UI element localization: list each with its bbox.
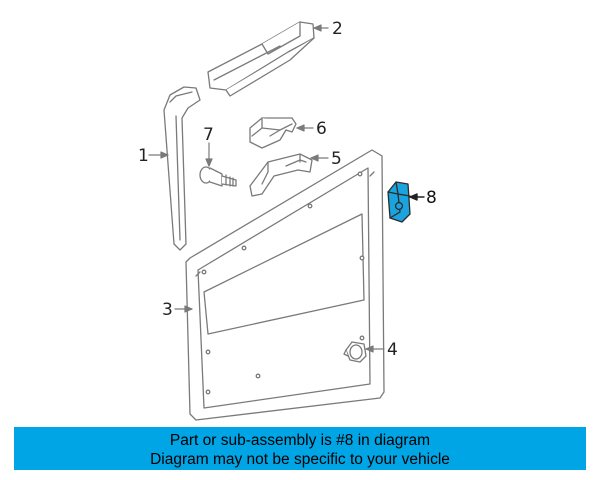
callout-5: 5 [331, 149, 342, 169]
callout-3: 3 [162, 300, 173, 320]
callout-1: 1 [138, 146, 149, 166]
callout-4: 4 [387, 340, 398, 360]
caption-bar: Part or sub-assembly is #8 in diagram Di… [14, 427, 586, 470]
callout-7: 7 [203, 125, 214, 145]
part-4-clip [343, 341, 367, 363]
part-7-screw [199, 166, 237, 187]
callout-8: 8 [426, 188, 437, 208]
caption-line-2: Diagram may not be specific to your vehi… [150, 451, 450, 468]
part-1-vertical-strip [163, 86, 201, 251]
part-3-door-panel [185, 149, 385, 421]
caption-line-1: Part or sub-assembly is #8 in diagram [169, 432, 431, 449]
part-5-pull-handle [249, 153, 313, 197]
callout-2: 2 [332, 19, 343, 39]
part-2-trim-strip [207, 21, 315, 97]
part-6-bracket [249, 117, 297, 149]
callout-6: 6 [316, 119, 327, 139]
leader-lines [148, 24, 385, 353]
leader-line-8 [409, 193, 425, 201]
exploded-parts-diagram: 2 1 6 7 5 8 3 4 [138, 19, 437, 421]
part-8-highlighted [387, 181, 411, 223]
